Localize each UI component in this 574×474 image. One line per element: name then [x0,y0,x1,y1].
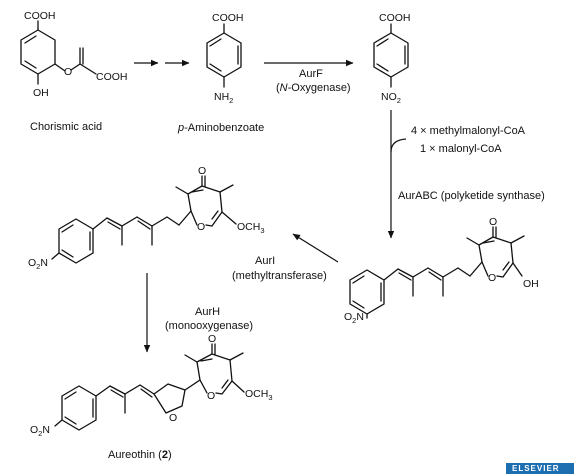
nitro-acid-cooh: COOH [379,12,411,24]
aureothin-no2: O2N [30,424,50,438]
methoxy-pyrone-no2: O2N [28,257,48,271]
nitro-acid-no2: NO2 [381,91,401,105]
aurabc-label: AurABC (polyketide synthase) [398,190,545,202]
paba-cooh: COOH [212,12,244,24]
nitrobenzoate-structure: COOH NO2 [373,12,411,105]
methoxy-pyrone-structure: O O OCH3 O2N [28,165,265,271]
aurh-role: (monooxygenase) [165,320,253,332]
aurh-label: AurH [195,306,220,318]
paba-amino-group: NH2 [214,91,233,105]
aureothin-label: Aureothin (2) [108,449,172,461]
auri-label: AurI [255,255,275,267]
hydroxy-pyrone-structure: O O OH O2N [344,216,539,325]
substrates-line-2: 1 × malonyl-CoA [420,143,502,155]
methoxy-pyrone-och3: OCH3 [237,221,265,235]
aureothin-ring-o: O [207,390,215,402]
hydroxy-pyrone-no2: O2N [344,311,364,325]
paba-structure: COOH NH2 [206,12,244,105]
aureothin-och3: OCH3 [245,388,273,402]
paba-label: p-Aminobenzoate [177,122,264,134]
substrates-line-1: 4 × methylmalonyl-CoA [411,125,526,137]
substrate-feed-curve [390,138,407,153]
hydroxy-pyrone-oh: OH [523,278,539,290]
publisher-badge: ELSEVIER [506,463,574,474]
chorismic-ether-oxygen: O [64,66,72,78]
chorismic-cooh-side: COOH [96,71,128,83]
chorismic-hydroxyl: OH [33,87,49,99]
methoxy-pyrone-oxo: O [198,165,206,177]
chorismic-acid-structure: COOH O COOH OH [20,10,128,99]
aureothin-oxo: O [208,333,216,345]
methoxy-pyrone-ring-o: O [197,221,205,233]
aurf-role: (N-Oxygenase) [276,82,351,94]
aureothin-structure: O O O OCH3 O2N [30,333,273,438]
aureothin-thf-o: O [169,412,177,424]
chorismic-acid-label: Chorismic acid [30,121,102,133]
hydroxy-pyrone-ring-o: O [488,272,496,284]
hydroxy-pyrone-oxo: O [489,216,497,228]
chorismic-cooh-top: COOH [24,10,56,22]
aurf-label: AurF [299,68,323,80]
auri-role: (methyltransferase) [232,270,327,282]
arrow-auri [292,233,339,263]
